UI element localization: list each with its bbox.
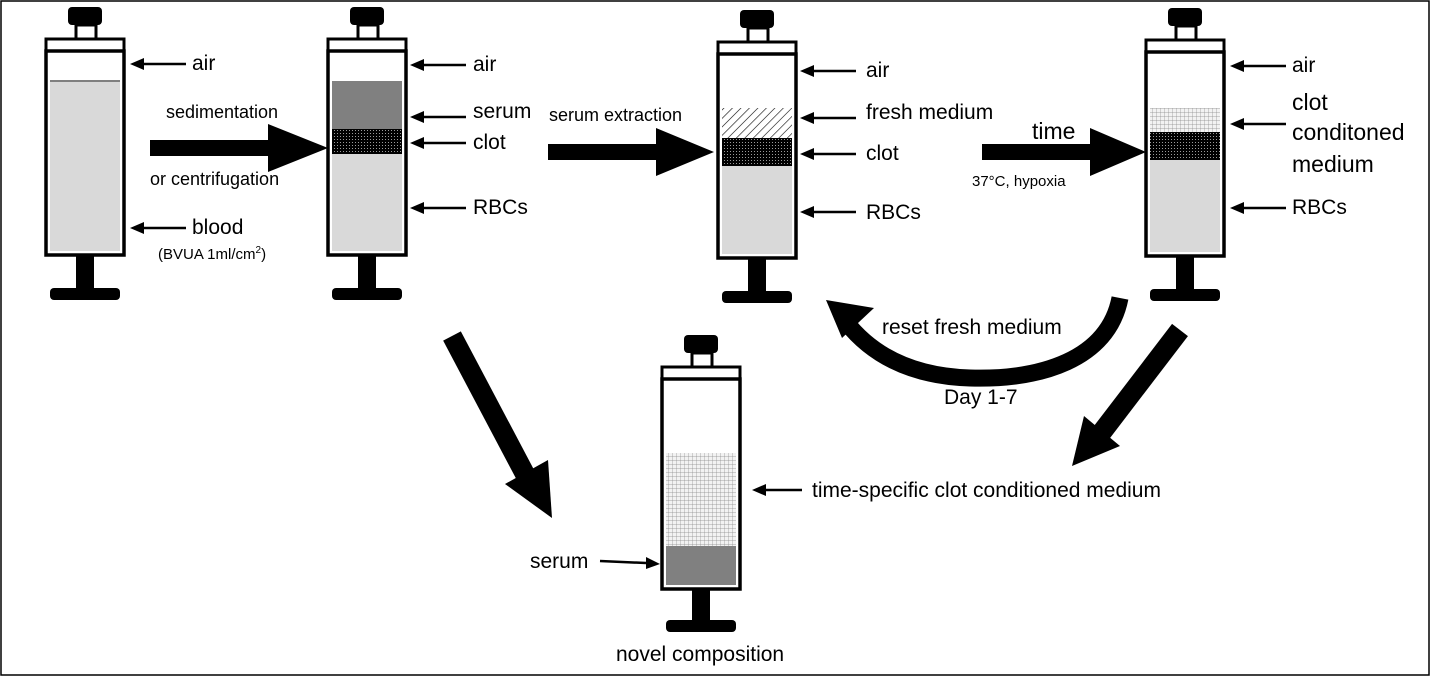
syringe-cap	[68, 7, 102, 25]
arrow-reset-head	[826, 300, 874, 338]
label-s2-clot: clot	[473, 131, 506, 154]
pointer-s3-clot	[800, 148, 856, 160]
plunger-base	[666, 620, 736, 632]
layer-blood	[50, 82, 120, 251]
label-s2-serum: serum	[473, 100, 531, 123]
syringe-cap	[740, 10, 774, 28]
pointer-s1-blood	[130, 222, 186, 234]
layer-rbcs	[332, 154, 402, 251]
syringe-neck	[74, 23, 98, 41]
syringe-novel-composition	[660, 335, 742, 632]
arrow-serum-to-novel-head	[505, 460, 552, 518]
pointer-s3-rbcs	[800, 206, 856, 218]
syringe-neck	[746, 26, 770, 44]
layer-air	[1150, 56, 1220, 108]
layer-air	[666, 383, 736, 453]
arrow-time	[982, 128, 1146, 176]
syringe-shoulder	[326, 37, 408, 53]
label-novel-composition: novel composition	[616, 643, 784, 666]
pointer-s4-medium	[1230, 118, 1286, 130]
arrow-medium-to-novel-shaft	[1094, 323, 1188, 439]
pointer-s4-air	[1230, 60, 1286, 72]
layer-air	[50, 55, 120, 81]
pointer-s3-air	[800, 65, 856, 77]
label-s3-rbcs: RBCs	[866, 201, 921, 224]
plunger-rod	[692, 589, 710, 625]
arrow-reset-curve	[839, 296, 1129, 387]
arrow-sedimentation	[150, 124, 328, 172]
plunger-rod	[748, 258, 766, 296]
label-bvua: (BVUA 1ml/cm2)	[158, 245, 266, 263]
layer-tscm	[666, 453, 736, 546]
pointer-s2-clot	[410, 137, 466, 149]
layer-serum	[666, 546, 736, 585]
label-s3-clot: clot	[866, 142, 899, 165]
label-centrifugation: or centrifugation	[150, 169, 279, 189]
syringe-blood	[44, 7, 126, 300]
label-days: Day 1-7	[944, 386, 1018, 409]
pointer-s4-rbcs	[1230, 202, 1286, 214]
label-s4-cm-line3: medium	[1292, 151, 1374, 177]
pointer-s1-air	[130, 58, 186, 70]
label-s2-air: air	[473, 53, 496, 76]
plunger-base	[1150, 289, 1220, 301]
label-s1-air: air	[192, 52, 215, 75]
label-conditions: 37°C, hypoxia	[972, 173, 1066, 190]
syringe-conditioned	[1144, 8, 1226, 301]
arrow-medium-to-novel-head	[1072, 416, 1120, 466]
label-s4-cm-line2: conditoned	[1292, 119, 1405, 145]
label-s5-serum: serum	[530, 550, 588, 573]
layer-clot	[722, 138, 792, 166]
label-s3-fresh: fresh medium	[866, 101, 993, 124]
syringe-neck	[356, 23, 380, 41]
plunger-rod	[1176, 256, 1194, 294]
label-s4-air: air	[1292, 54, 1315, 77]
syringe-neck	[1174, 24, 1198, 42]
label-s4-rbcs: RBCs	[1292, 196, 1347, 219]
syringe-cap	[684, 335, 718, 353]
layer-clot	[1150, 132, 1220, 160]
pointer-s2-rbcs	[410, 202, 466, 214]
label-reset: reset fresh medium	[882, 316, 1062, 339]
label-sedimentation: sedimentation	[166, 102, 278, 122]
label-time: time	[1032, 118, 1075, 144]
syringe-shoulder	[716, 40, 798, 56]
layer-conditioned-medium	[1150, 108, 1220, 132]
syringe-shoulder	[660, 365, 742, 381]
layer-serum	[332, 81, 402, 129]
layer-rbcs	[722, 166, 792, 254]
plunger-rod	[358, 255, 376, 293]
plunger-base	[332, 288, 402, 300]
plunger-rod	[76, 255, 94, 293]
syringe-cap	[1168, 8, 1202, 26]
arrow-serum-extraction	[548, 128, 714, 176]
syringe-shoulder	[44, 37, 126, 53]
arrow-serum-to-novel-shaft	[443, 331, 535, 481]
label-s1-blood: blood	[192, 216, 243, 239]
layer-clot	[332, 129, 402, 154]
layer-air	[332, 55, 402, 81]
pointer-s3-fresh	[800, 112, 856, 124]
pointer-s2-serum	[410, 111, 466, 123]
label-s4-cm-line1: clot	[1292, 89, 1328, 115]
pointer-s5-serum	[599, 557, 660, 569]
plunger-base	[50, 288, 120, 300]
label-s3-air: air	[866, 59, 889, 82]
syringe-cap	[350, 7, 384, 25]
layer-air	[722, 58, 792, 108]
syringe-shoulder	[1144, 38, 1226, 54]
layer-rbcs	[1150, 160, 1220, 252]
pointer-s2-air	[410, 59, 466, 71]
label-serum-extraction: serum extraction	[549, 105, 682, 125]
label-s5-tscm: time-specific clot conditioned medium	[812, 479, 1161, 502]
layer-fresh-medium	[722, 108, 792, 138]
pointer-s5-tscm	[752, 484, 802, 496]
syringe-neck	[690, 351, 714, 369]
syringe-fresh-medium	[716, 10, 798, 303]
plunger-base	[722, 291, 792, 303]
label-s2-rbcs: RBCs	[473, 196, 528, 219]
syringe-separated	[326, 7, 408, 300]
